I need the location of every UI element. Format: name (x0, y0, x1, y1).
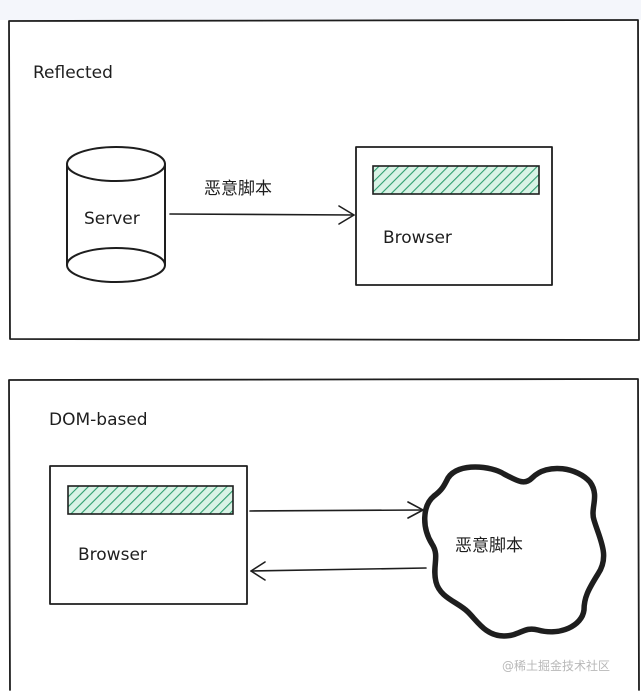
reflected-title: Reflected (33, 63, 113, 83)
malicious-script-cloud (422, 464, 607, 639)
dom-based-panel: DOM-based Browser 恶意脚本 (8, 378, 640, 691)
cloud-label: 恶意脚本 (455, 536, 523, 556)
server-label: Server (84, 209, 140, 229)
server-cylinder (66, 146, 166, 283)
arrow-server-to-browser (169, 205, 355, 225)
arrow-cloud-to-browser (250, 561, 427, 581)
reflected-browser-address-bar (372, 165, 540, 195)
reflected-browser-label: Browser (383, 228, 452, 248)
dom-based-browser-window (49, 465, 248, 605)
reflected-panel: Reflected Server 恶意脚本 Browser (8, 19, 640, 341)
dom-based-frame (8, 378, 640, 691)
dom-based-browser-address-bar (67, 485, 234, 515)
top-strip (0, 0, 641, 20)
dom-based-browser-label: Browser (78, 545, 147, 565)
dom-based-title: DOM-based (49, 410, 148, 430)
watermark: @稀土掘金技术社区 (502, 658, 610, 673)
arrow-browser-to-cloud (249, 501, 424, 519)
reflected-frame (8, 19, 640, 341)
reflected-arrow-label: 恶意脚本 (204, 179, 272, 199)
reflected-browser-window (355, 146, 553, 286)
